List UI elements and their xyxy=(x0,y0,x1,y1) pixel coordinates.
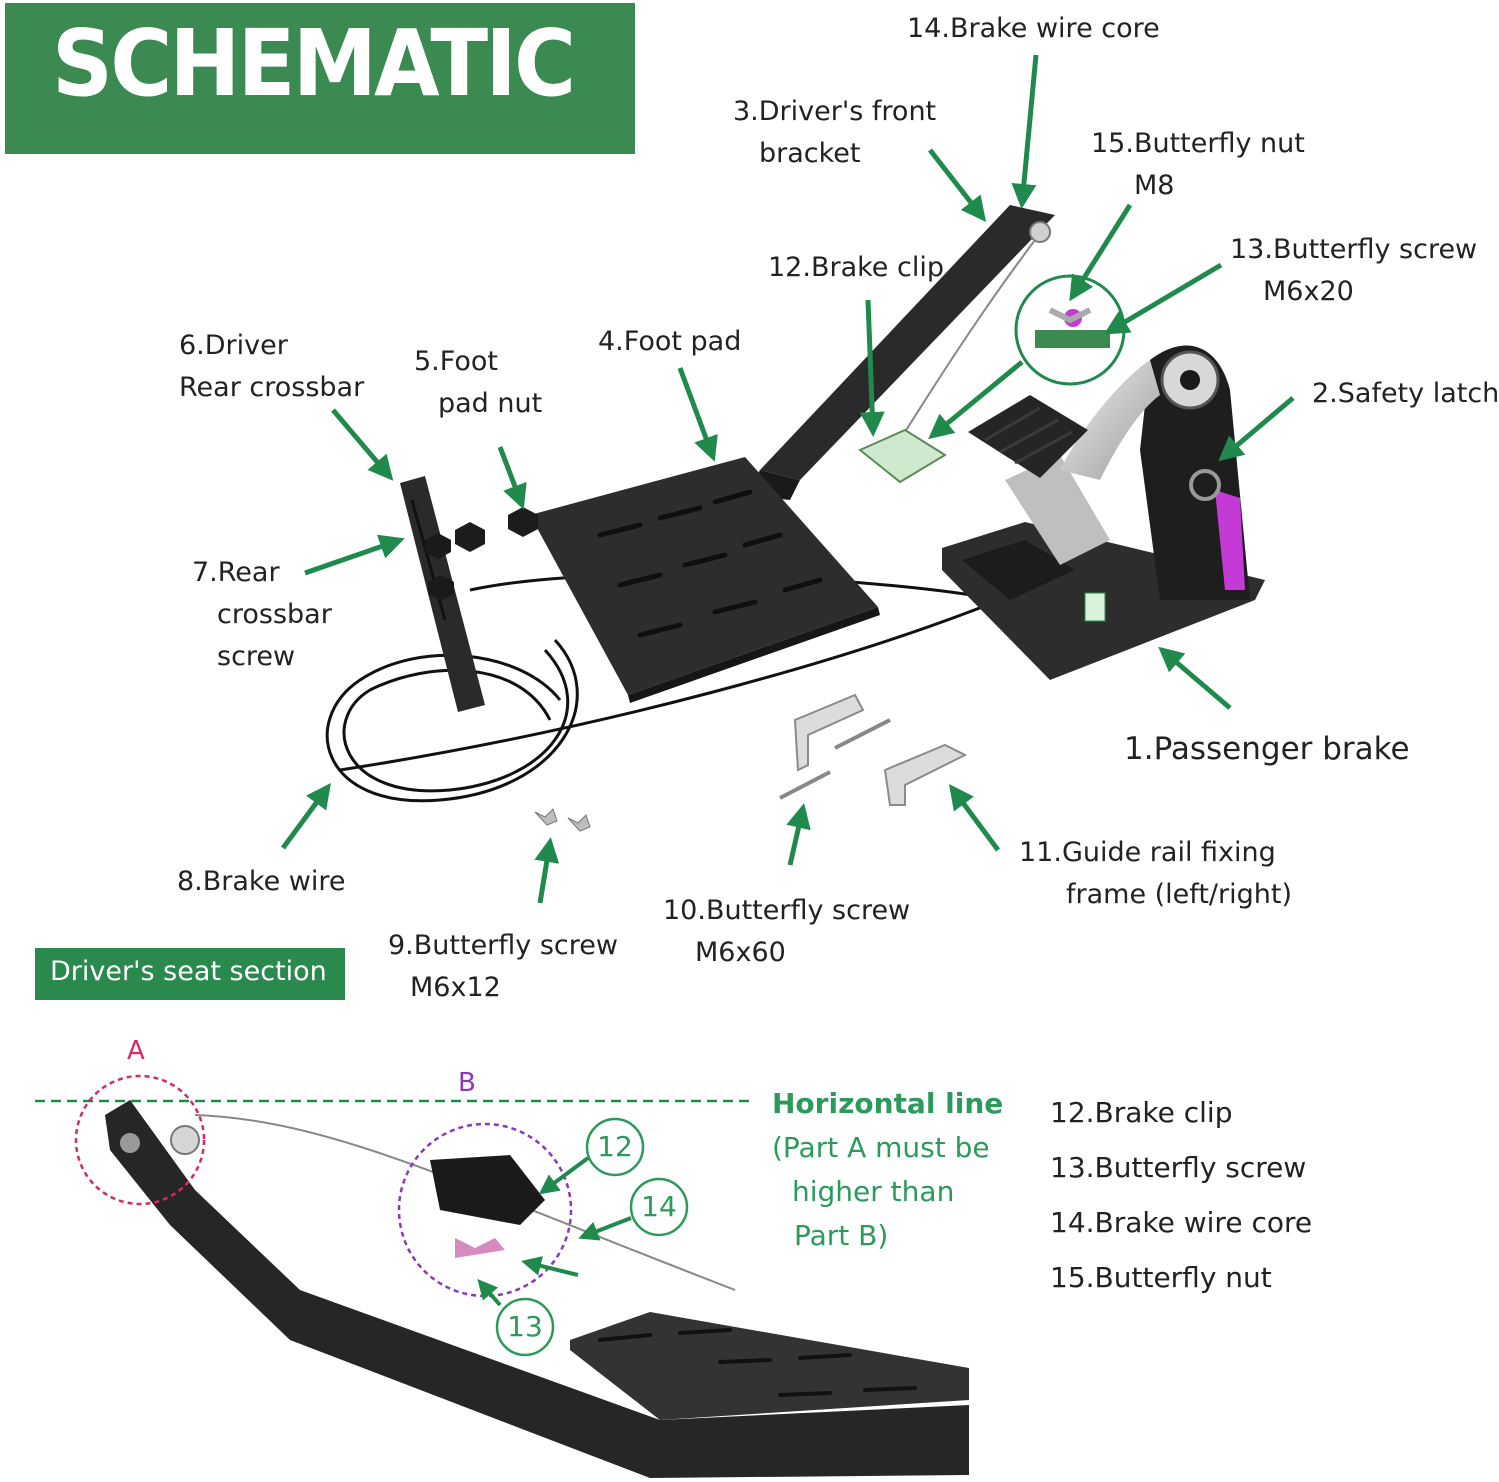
callout-arrows xyxy=(280,54,1295,904)
section-label: Driver's seat section xyxy=(50,956,327,987)
label-rear-crossbar-screw-line: 7.Rear xyxy=(192,557,280,588)
label-front-bracket-line: 3.Driver's front xyxy=(733,96,937,127)
label-brake-wire-core: 14.Brake wire core xyxy=(907,13,1160,44)
section-banner xyxy=(35,948,345,1000)
detail-callout-13: 13 xyxy=(507,1310,543,1343)
label-rear-crossbar-line: 6.Driver xyxy=(179,330,288,361)
horizontal-line-title: Horizontal line xyxy=(772,1087,1004,1120)
label-butterfly-screw-m6x20-line: 13.Butterfly screw xyxy=(1230,234,1478,265)
label-guide-rail-frame-line: 11.Guide rail fixing xyxy=(1019,837,1276,868)
label-butterfly-nut-m8: 15.Butterfly nut M8 xyxy=(1091,123,1305,207)
label-butterfly-nut-m8-line: 15.Butterfly nut xyxy=(1091,128,1305,159)
label-rear-crossbar-screw: 7.Rear crossbar screw xyxy=(192,552,332,678)
label-butterfly-nut-m8-line: M8 xyxy=(1134,170,1175,201)
label-butterfly-screw-m6x12-line: 9.Butterfly screw xyxy=(388,930,618,961)
legend-item: 13.Butterfly screw xyxy=(1050,1151,1307,1184)
detail-callout-12: 12 xyxy=(597,1130,633,1163)
label-foot-pad-nut-line: 5.Foot xyxy=(414,346,498,377)
label-foot-pad-nut: 5.Foot pad nut xyxy=(414,341,542,425)
horizontal-line-note-line: (Part A must be xyxy=(772,1131,990,1164)
label-front-bracket: 3.Driver's front bracket xyxy=(733,91,936,175)
label-rear-crossbar: 6.Driver Rear crossbar xyxy=(179,325,364,409)
label-butterfly-screw-m6x12: 9.Butterfly screw M6x12 xyxy=(388,925,618,1009)
passenger-brake xyxy=(942,345,1265,680)
label-foot-pad-nut-line: pad nut xyxy=(438,388,543,419)
label-butterfly-screw-m6x12-line: M6x12 xyxy=(410,972,501,1003)
page-title: SCHEMATIC xyxy=(52,10,576,117)
label-safety-latch: 2.Safety latch xyxy=(1312,378,1499,409)
label-butterfly-screw-m6x20-line: M6x20 xyxy=(1263,276,1354,307)
detail-callout-14: 14 xyxy=(641,1190,677,1223)
label-passenger-brake: 1.Passenger brake xyxy=(1124,731,1410,767)
label-butterfly-screw-m6x60-line: 10.Butterfly screw xyxy=(663,895,911,926)
label-rear-crossbar-line: Rear crossbar xyxy=(179,372,365,403)
guide-rail-frame xyxy=(779,693,968,806)
label-guide-rail-frame: 11.Guide rail fixing frame (left/right) xyxy=(1019,832,1292,916)
label-foot-pad: 4.Foot pad xyxy=(598,326,742,357)
foot-pad xyxy=(455,457,880,703)
rear-crossbar xyxy=(400,476,485,712)
horizontal-line-note: Horizontal line (Part A must be higher t… xyxy=(772,1082,1003,1258)
horizontal-line-note-line: Part B) xyxy=(794,1219,889,1252)
label-rear-crossbar-screw-line: crossbar xyxy=(217,599,332,630)
label-butterfly-screw-m6x60-line: M6x60 xyxy=(695,937,786,968)
marker-a: A xyxy=(127,1036,145,1066)
label-butterfly-screw-m6x60: 10.Butterfly screw M6x60 xyxy=(663,890,910,974)
label-rear-crossbar-screw-line: screw xyxy=(217,641,296,672)
marker-b: B xyxy=(458,1068,476,1098)
title-banner xyxy=(5,3,635,154)
legend-item: 15.Butterfly nut xyxy=(1050,1261,1272,1294)
label-butterfly-screw-m6x20: 13.Butterfly screw M6x20 xyxy=(1230,229,1477,313)
label-front-bracket-line: bracket xyxy=(759,138,861,169)
butterfly-screw-m6x12 xyxy=(534,808,591,832)
detail-drawing xyxy=(35,1074,969,1478)
label-brake-clip: 12.Brake clip xyxy=(768,252,944,283)
legend-item: 12.Brake clip xyxy=(1050,1096,1233,1129)
horizontal-line-note-line: higher than xyxy=(792,1175,955,1208)
legend-item: 14.Brake wire core xyxy=(1050,1206,1313,1239)
label-brake-wire: 8.Brake wire xyxy=(177,866,346,897)
label-guide-rail-frame-line: frame (left/right) xyxy=(1066,879,1292,910)
parts-legend: 12.Brake clip 13.Butterfly screw 14.Brak… xyxy=(1050,1085,1312,1305)
